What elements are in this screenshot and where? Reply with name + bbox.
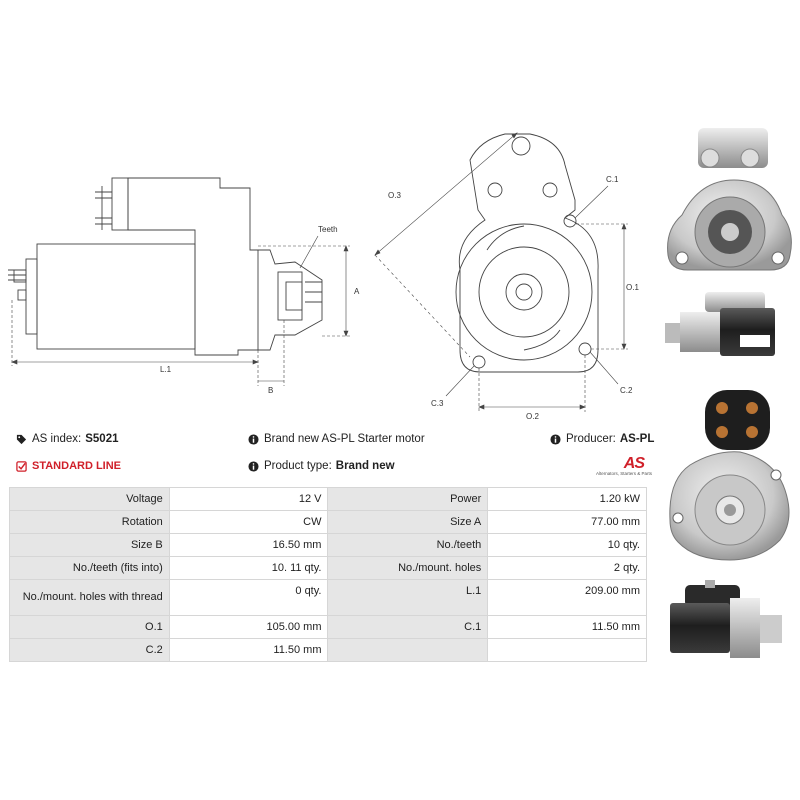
spec-value bbox=[487, 638, 647, 662]
spec-label: L.1 bbox=[327, 579, 489, 616]
logo-mark: AS bbox=[623, 455, 645, 472]
tag-icon bbox=[16, 434, 27, 444]
as-index-row: AS index: S5021 bbox=[16, 433, 119, 445]
product-info: AS index: S5021 STANDARD LINE Brand new … bbox=[0, 433, 655, 483]
spec-value: 12 V bbox=[168, 487, 329, 511]
standard-line-row: STANDARD LINE bbox=[16, 460, 121, 472]
label-o1: O.1 bbox=[626, 283, 639, 292]
spec-value: 105.00 mm bbox=[168, 615, 329, 639]
spec-value: 1.20 kW bbox=[487, 487, 647, 511]
spec-label: No./mount. holes bbox=[327, 556, 489, 580]
table-row: Voltage 12 V Power 1.20 kW bbox=[9, 487, 647, 511]
spec-label: Size A bbox=[327, 510, 489, 534]
spec-label: C.2 bbox=[9, 638, 170, 662]
product-photos bbox=[660, 120, 800, 680]
label-o2: O.2 bbox=[526, 412, 539, 420]
as-index-value: S5021 bbox=[85, 433, 119, 445]
spec-value: 11.50 mm bbox=[487, 615, 647, 639]
table-row: C.2 11.50 mm bbox=[9, 638, 647, 662]
spec-value: 16.50 mm bbox=[168, 533, 329, 557]
product-type-row: Product type: Brand new bbox=[248, 460, 395, 472]
mount-hole-c2 bbox=[578, 342, 592, 356]
spec-value: CW bbox=[168, 510, 329, 534]
front-flange bbox=[458, 133, 599, 373]
spec-label bbox=[327, 638, 489, 662]
standard-line-label: STANDARD LINE bbox=[32, 460, 122, 472]
spec-label: Voltage bbox=[9, 487, 170, 511]
label-l1: L.1 bbox=[160, 365, 172, 374]
product-photo-stack bbox=[665, 128, 792, 658]
mount-hole-c1 bbox=[563, 214, 577, 228]
spec-value: 10. 11 qty. bbox=[168, 556, 329, 580]
spec-label: Size B bbox=[9, 533, 170, 557]
spec-label: Power bbox=[327, 487, 489, 511]
spec-value: 2 qty. bbox=[487, 556, 647, 580]
label-c3: C.3 bbox=[431, 399, 444, 408]
photo-side-view bbox=[665, 292, 775, 356]
producer-value: AS-PL bbox=[619, 433, 655, 445]
spec-label: O.1 bbox=[9, 615, 170, 639]
info-icon bbox=[248, 433, 259, 445]
table-row: Rotation CW Size A 77.00 mm bbox=[9, 510, 647, 534]
table-row: Size B 16.50 mm No./teeth 10 qty. bbox=[9, 533, 647, 557]
info-icon bbox=[550, 433, 561, 445]
spec-label: Rotation bbox=[9, 510, 170, 534]
spec-value: 10 qty. bbox=[487, 533, 647, 557]
starter-motor-dimension-drawing: Teeth A B L.1 bbox=[8, 132, 639, 420]
product-type-value: Brand new bbox=[335, 460, 395, 472]
table-row: O.1 105.00 mm C.1 11.50 mm bbox=[9, 615, 647, 639]
spec-label: No./teeth (fits into) bbox=[9, 556, 170, 580]
as-pl-logo: AS Alternators, Starters & Parts bbox=[592, 455, 652, 483]
label-a: A bbox=[354, 287, 360, 296]
motor-body bbox=[36, 243, 196, 350]
info-icon bbox=[248, 460, 259, 472]
logo-tagline: Alternators, Starters & Parts bbox=[595, 471, 652, 476]
label-c2: C.2 bbox=[620, 386, 633, 395]
mount-hole-c3 bbox=[472, 355, 486, 369]
producer-row: Producer: AS-PL bbox=[550, 433, 654, 445]
checkbox-checked-icon bbox=[16, 460, 27, 472]
spec-value: 11.50 mm bbox=[168, 638, 329, 662]
technical-drawing: Teeth A B L.1 bbox=[0, 0, 655, 420]
spec-label: No./mount. holes with thread bbox=[9, 579, 170, 616]
spec-value: 0 qty. bbox=[168, 579, 329, 616]
photo-side-view-2 bbox=[670, 580, 782, 658]
producer-label: Producer: bbox=[566, 433, 616, 445]
spec-label: No./teeth bbox=[327, 533, 489, 557]
spec-value: 209.00 mm bbox=[487, 579, 647, 616]
spec-label: C.1 bbox=[327, 615, 489, 639]
label-teeth: Teeth bbox=[318, 225, 338, 234]
product-description: Brand new AS-PL Starter motor bbox=[264, 433, 425, 445]
pinion-housing bbox=[258, 249, 323, 351]
table-row: No./teeth (fits into) 10. 11 qty. No./mo… bbox=[9, 556, 647, 580]
product-type-label: Product type: bbox=[264, 460, 332, 472]
label-b: B bbox=[268, 386, 273, 395]
drive-housing bbox=[127, 177, 259, 356]
description-row: Brand new AS-PL Starter motor bbox=[248, 433, 425, 445]
as-index-label: AS index: bbox=[32, 433, 82, 445]
photo-front-view bbox=[667, 128, 792, 271]
spec-value: 77.00 mm bbox=[487, 510, 647, 534]
spec-table: Voltage 12 V Power 1.20 kW Rotation CW S… bbox=[9, 487, 647, 662]
label-o3: O.3 bbox=[388, 191, 401, 200]
label-c1: C.1 bbox=[606, 175, 619, 184]
table-row: No./mount. holes with thread 0 qty. L.1 … bbox=[9, 579, 647, 616]
photo-solenoid-view bbox=[669, 390, 790, 561]
drive-end-circle bbox=[455, 223, 593, 361]
